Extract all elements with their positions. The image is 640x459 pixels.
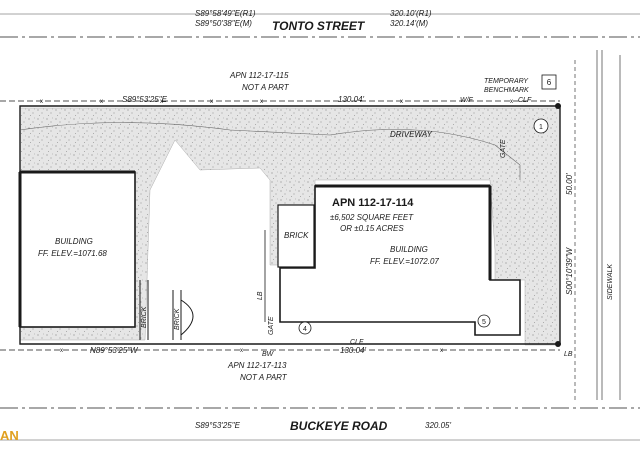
west-building-elev: FF. ELEV.=1071.68: [38, 249, 107, 258]
parcel-south-bearing: N89°53'25"W: [90, 346, 139, 355]
parcel-east-dist: 50.00': [565, 173, 574, 195]
parcel-area-sqft: ±6,502 SQUARE FEET: [330, 213, 414, 222]
callout-4: 4: [298, 321, 312, 335]
north-adjacent-apn: APN 112-17-115: [229, 71, 289, 80]
parcel-north-bearing: S89°53'25"E: [122, 95, 168, 104]
parcel-apn: APN 112-17-114: [332, 197, 414, 209]
ne-corner-monument: [555, 103, 561, 109]
main-building-elev: FF. ELEV.=1072.07: [370, 257, 439, 266]
bw-label: BW: [262, 351, 275, 358]
svg-text:x: x: [400, 99, 403, 105]
south-adjacent-note: NOT A PART: [240, 373, 288, 382]
brick-structure: [277, 204, 315, 268]
south-street-bearing: S89°53'25"E: [195, 421, 241, 430]
north-bearing-m: S89°50'38"E(M): [195, 19, 252, 28]
svg-text:x: x: [510, 99, 513, 105]
svg-text:4: 4: [303, 326, 307, 333]
lb-label: LB: [257, 291, 264, 300]
north-dist-r1: 320.10'(R1): [390, 9, 432, 18]
se-corner-monument: [555, 341, 561, 347]
parcel-north-dist: 130.04': [338, 95, 364, 104]
east-street-lines: [574, 50, 621, 400]
svg-text:x: x: [440, 348, 443, 354]
north-street-lines: [0, 13, 640, 38]
main-building-label: BUILDING: [390, 245, 428, 254]
driveway-edge: [19, 122, 521, 180]
clf-label-south: CLF: [350, 339, 364, 346]
temp-benchmark-line1: TEMPORARY: [484, 78, 529, 85]
west-building: [19, 171, 136, 328]
north-dist-m: 320.14'(M): [390, 19, 428, 28]
parcel-area-acres: OR ±0.15 ACRES: [340, 224, 404, 233]
callout-6: 6: [541, 74, 557, 90]
brick-box-label: BRICK: [284, 231, 309, 240]
lb-label-se: LB: [564, 351, 573, 358]
south-street-name: BUCKEYE ROAD: [290, 419, 388, 433]
svg-text:x: x: [160, 99, 163, 105]
svg-text:6: 6: [547, 78, 552, 87]
clf-label-north: CLF: [518, 97, 532, 104]
gate-label-south: GATE: [268, 316, 275, 335]
parcel-east-bearing: S00°10'39"W: [565, 246, 574, 295]
brick-wall-label-2: BRICK: [174, 308, 181, 330]
svg-text:1: 1: [539, 124, 543, 131]
svg-text:x: x: [210, 99, 213, 105]
brick-wall-label-1: BRICK: [141, 306, 148, 328]
gate-label-north: GATE: [500, 139, 507, 158]
logo-fragment: AN: [0, 428, 19, 443]
driveway-label: DRIVEWAY: [390, 130, 433, 139]
temp-benchmark-line2: BENCHMARK: [484, 87, 529, 94]
callout-5: 5: [477, 314, 491, 328]
wif-label: W/F: [460, 97, 474, 104]
south-street-lines: [0, 407, 640, 441]
svg-text:x: x: [240, 348, 243, 354]
fence-x-marks: x x x x x x x x x x: [40, 99, 513, 354]
svg-text:5: 5: [482, 319, 486, 326]
svg-text:x: x: [40, 99, 43, 105]
svg-text:x: x: [260, 99, 263, 105]
south-street-dist: 320.05': [425, 421, 451, 430]
brick-walls: [139, 280, 194, 340]
south-adjacent-apn: APN 112-17-113: [227, 361, 287, 370]
svg-text:x: x: [100, 99, 103, 105]
svg-text:x: x: [60, 348, 63, 354]
callout-1: 1: [533, 118, 549, 134]
north-street-name: TONTO STREET: [272, 19, 366, 33]
parcel-south-dist: 130.04': [340, 346, 366, 355]
sidewalk-label: SIDEWALK: [607, 264, 614, 300]
north-bearing-r1: S89°58'49"E(R1): [195, 9, 256, 18]
north-adjacent-note: NOT A PART: [242, 83, 290, 92]
west-building-label: BUILDING: [55, 237, 93, 246]
